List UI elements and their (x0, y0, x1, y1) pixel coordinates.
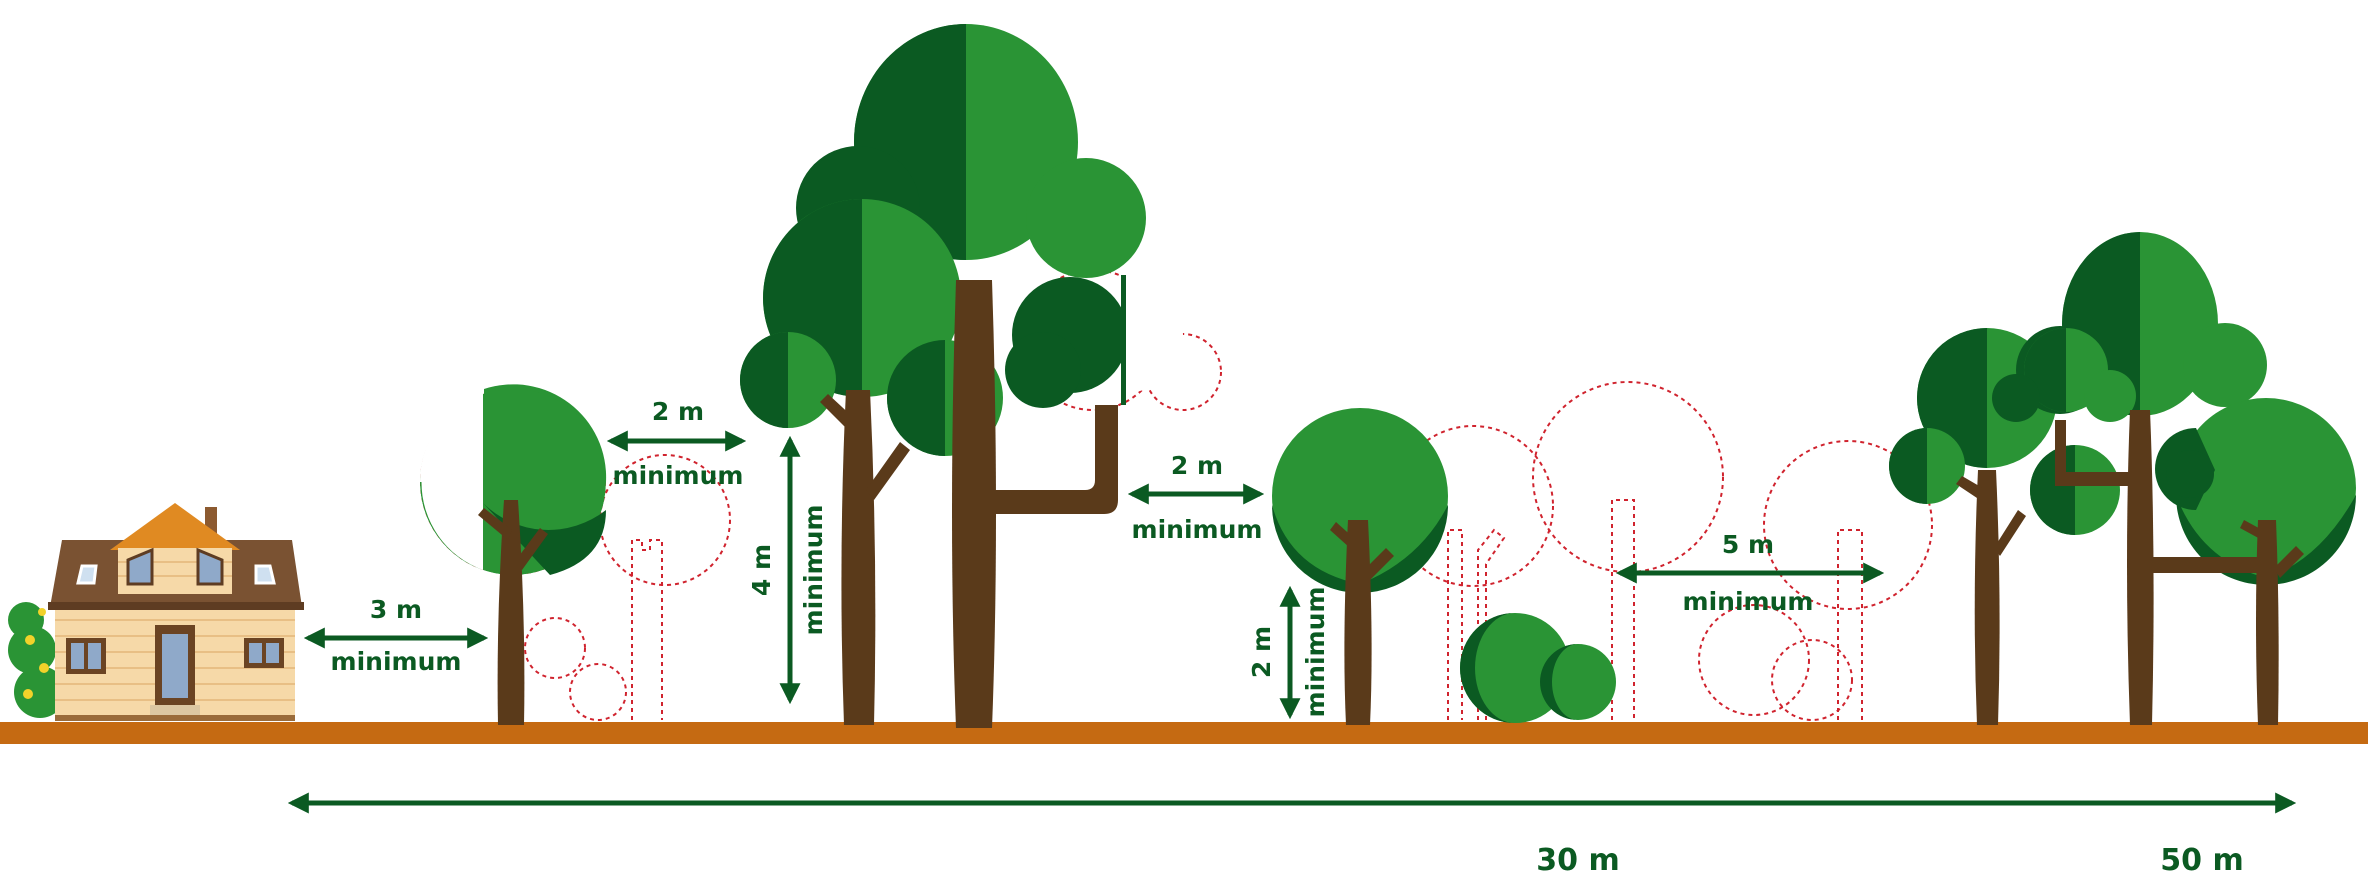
prune-height-short-label: 2 m (1247, 626, 1276, 678)
crown-gap2-minimum-label: minimum (1132, 515, 1263, 544)
tree-icon (1889, 232, 2356, 725)
house-tree-distance-label: 3 m (370, 595, 422, 624)
house-tree-minimum-label: minimum (331, 647, 462, 676)
prune-height-short-minimum-label: minimum (1301, 587, 1330, 718)
tree-icon (1272, 408, 1448, 725)
shrub-icon (8, 602, 66, 718)
tree-icon (740, 24, 1183, 728)
crown-gap-minimum-label: minimum (613, 461, 744, 490)
crown-gap-distance-label: 2 m (652, 397, 704, 426)
removed-tree-outline-icon (1392, 381, 1933, 721)
shrub-icon (1460, 613, 1616, 723)
trunk-spacing-distance-label: 5 m (1722, 530, 1774, 559)
trunk-spacing-minimum-label: minimum (1683, 587, 1814, 616)
ground-line (0, 722, 2368, 744)
zone-mark-30-label: 30 m (1536, 843, 1619, 878)
zone-mark-50-label: 50 m (2160, 843, 2243, 878)
crown-gap2-distance-label: 2 m (1171, 451, 1223, 480)
prune-height-tall-label: 4 m (747, 544, 776, 596)
prune-height-tall-minimum-label: minimum (799, 505, 828, 636)
tree-icon (419, 384, 607, 725)
house-icon (8, 503, 304, 721)
